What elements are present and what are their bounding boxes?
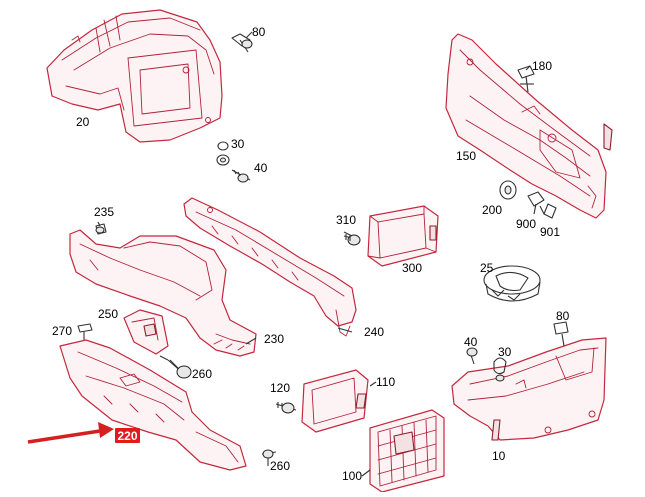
part-80-clip-bottom[interactable] — [553, 321, 569, 347]
part-40-screw-top[interactable] — [231, 169, 251, 183]
label-80-top: 80 — [252, 25, 266, 39]
part-150-side-trim[interactable] — [445, 33, 613, 219]
label-10: 10 — [492, 449, 506, 463]
part-230-floor-panel[interactable] — [69, 229, 257, 357]
part-220-floor-cover[interactable] — [59, 339, 247, 471]
label-30-bottom: 30 — [498, 345, 512, 359]
label-40-bottom: 40 — [464, 335, 478, 349]
label-150: 150 — [456, 149, 476, 163]
leader-lines — [97, 31, 545, 477]
label-900: 900 — [516, 217, 536, 231]
part-30-clip-bottom[interactable] — [493, 357, 507, 382]
label-260-bottom: 260 — [270, 459, 290, 473]
label-300: 300 — [402, 261, 422, 275]
label-100: 100 — [342, 469, 362, 483]
label-260-mid: 260 — [192, 367, 212, 381]
label-200: 200 — [482, 203, 502, 217]
part-200-grommet[interactable] — [499, 180, 517, 200]
part-300-bracket[interactable] — [367, 205, 439, 267]
label-120: 120 — [270, 381, 290, 395]
part-labels: 80 20 30 40 180 150 200 900 901 235 310 … — [52, 25, 570, 483]
part-900-fastener[interactable] — [527, 191, 545, 215]
label-235: 235 — [94, 205, 114, 219]
part-310-screw[interactable] — [343, 234, 361, 246]
label-220: 220 — [118, 429, 138, 443]
part-20-trunk-panel[interactable] — [46, 9, 223, 143]
label-25: 25 — [480, 261, 494, 275]
part-30-washer-top[interactable] — [216, 141, 230, 166]
label-250: 250 — [98, 307, 118, 321]
part-100-grid-panel[interactable] — [369, 409, 445, 493]
highlight-callout: 220 — [27, 422, 140, 444]
label-901: 901 — [540, 225, 560, 239]
label-180: 180 — [532, 59, 552, 73]
part-10-side-panel[interactable] — [451, 337, 607, 441]
label-110: 110 — [376, 375, 395, 389]
part-260-screw-mid[interactable] — [167, 359, 192, 379]
part-240-long-trim[interactable] — [183, 197, 357, 337]
label-80-bottom: 80 — [556, 309, 570, 323]
part-120-screw[interactable] — [275, 402, 297, 414]
label-230: 230 — [264, 332, 284, 346]
part-180-clip[interactable] — [517, 65, 535, 93]
highlight-arrow-head — [98, 422, 114, 438]
part-110-bracket[interactable] — [301, 369, 369, 433]
label-270: 270 — [52, 324, 72, 338]
part-80-clip-top[interactable] — [231, 33, 253, 53]
part-40-screw-bottom[interactable] — [466, 347, 478, 365]
part-235-clip[interactable] — [95, 223, 107, 235]
highlight-arrow — [27, 429, 101, 444]
label-20: 20 — [76, 115, 90, 129]
label-310: 310 — [336, 213, 356, 227]
label-240: 240 — [364, 325, 384, 339]
part-901-fastener[interactable] — [543, 203, 557, 219]
label-40-top: 40 — [254, 161, 268, 175]
highlight-box[interactable] — [115, 428, 140, 443]
part-25-round-cover[interactable] — [483, 265, 541, 302]
part-260-screw-bottom[interactable] — [261, 449, 277, 466]
label-30-top: 30 — [231, 137, 245, 151]
part-250-bracket[interactable] — [123, 309, 169, 355]
